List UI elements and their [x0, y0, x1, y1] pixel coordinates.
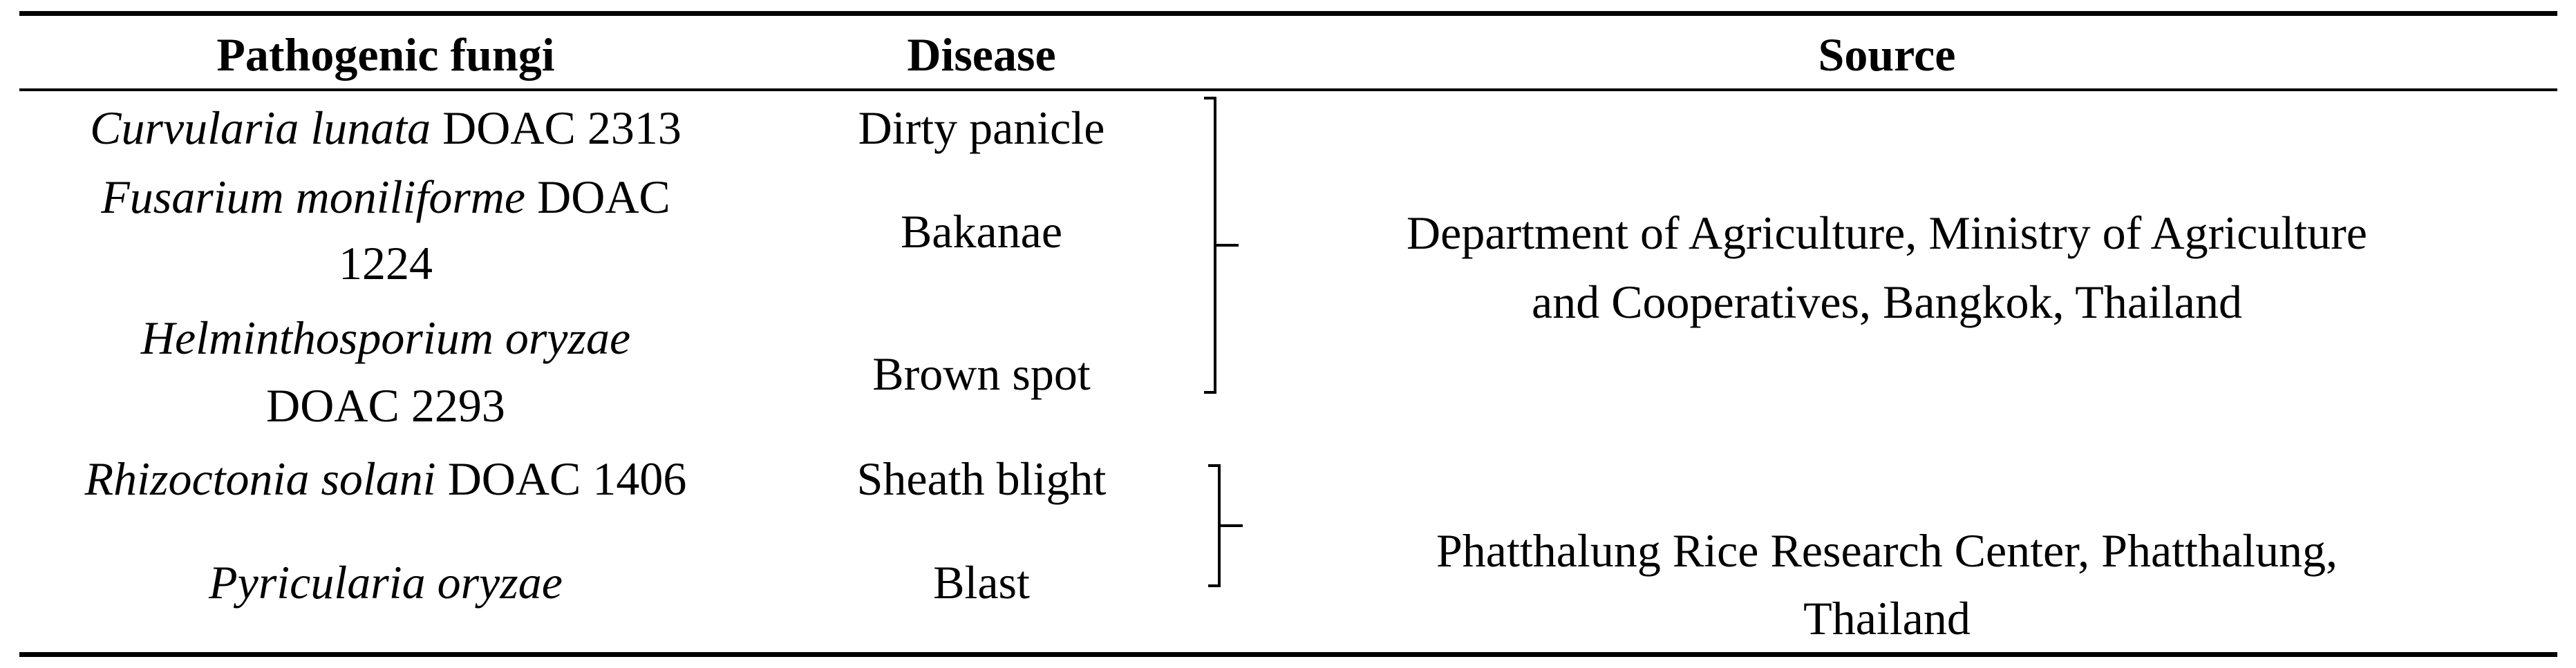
fungi-cell-4: Rhizoctonia solani DOAC 1406	[19, 445, 752, 513]
fungi-cell-2: Fusarium moniliforme DOAC	[19, 163, 752, 231]
fungi-code-2-line2: 1224	[339, 237, 433, 289]
fungi-name-3: Helminthosporium oryzae	[140, 312, 631, 364]
disease-cell-5: Blast	[933, 556, 1030, 609]
source-1-line1: Department of Agriculture, Ministry of A…	[1407, 207, 2367, 259]
source-2-line2: Thailand	[1803, 592, 1971, 645]
fungi-code-4: DOAC 1406	[435, 452, 687, 505]
source-2-line1: Phatthalung Rice Research Center, Phatth…	[1436, 524, 2338, 577]
fungi-name-2: Fusarium moniliforme	[101, 171, 526, 223]
fungi-code-2: DOAC	[525, 171, 670, 223]
top-rule	[19, 11, 2557, 16]
disease-cell-1: Dirty panicle	[858, 102, 1105, 154]
fungi-code-1: DOAC 2313	[431, 102, 681, 154]
fungi-name-4: Rhizoctonia solani	[84, 452, 436, 505]
disease-cell-2: Bakanae	[900, 205, 1063, 258]
header-rule	[19, 88, 2557, 91]
fungi-cell-1: Curvularia lunata DOAC 2313	[19, 94, 752, 162]
fungi-code-3-line2: DOAC 2293	[266, 379, 505, 432]
header-disease: Disease	[907, 28, 1056, 81]
fungi-name-5: Pyricularia oryzae	[209, 556, 563, 609]
source-1-line2: and Cooperatives, Bangkok, Thailand	[1532, 276, 2242, 328]
fungi-name-1: Curvularia lunata	[90, 102, 431, 154]
disease-cell-3: Brown spot	[872, 347, 1091, 400]
header-pathogenic-fungi: Pathogenic fungi	[216, 28, 555, 81]
disease-cell-4: Sheath blight	[856, 452, 1107, 505]
bottom-rule	[19, 652, 2557, 657]
header-source: Source	[1818, 28, 1956, 81]
